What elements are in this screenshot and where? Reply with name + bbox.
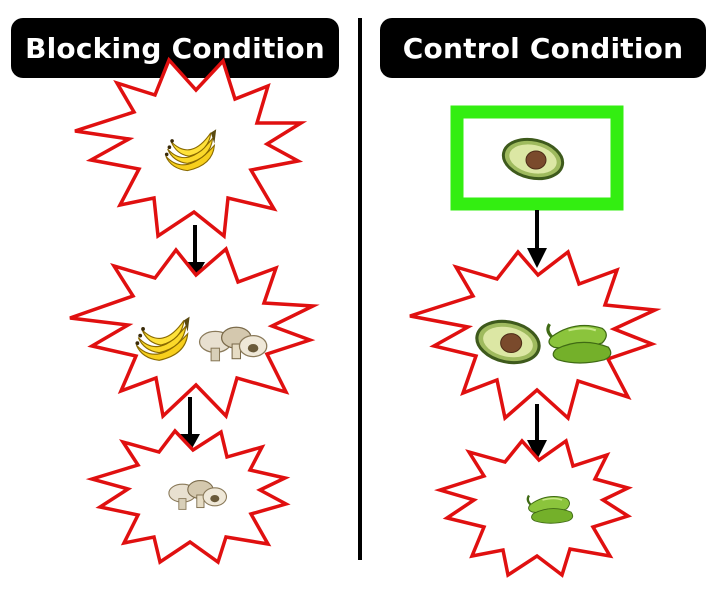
left-arrow-2 xyxy=(180,397,200,452)
left-stage-2 xyxy=(69,246,320,420)
right-arrow-1 xyxy=(527,210,547,268)
right-stage-2 xyxy=(409,249,662,422)
control-condition-header: Control Condition xyxy=(380,18,706,78)
control-condition-title: Control Condition xyxy=(402,31,684,65)
right-stage-3 xyxy=(434,438,633,578)
left-stage-1-starburst xyxy=(74,56,308,240)
right-stage-1 xyxy=(450,105,624,211)
panel-divider xyxy=(358,18,362,560)
right-arrow-2 xyxy=(527,404,547,460)
left-stage-3 xyxy=(85,428,291,565)
blocking-condition-title: Blocking Condition xyxy=(25,31,325,65)
left-stage-1 xyxy=(74,56,308,240)
left-stage-2-starburst xyxy=(69,246,320,420)
